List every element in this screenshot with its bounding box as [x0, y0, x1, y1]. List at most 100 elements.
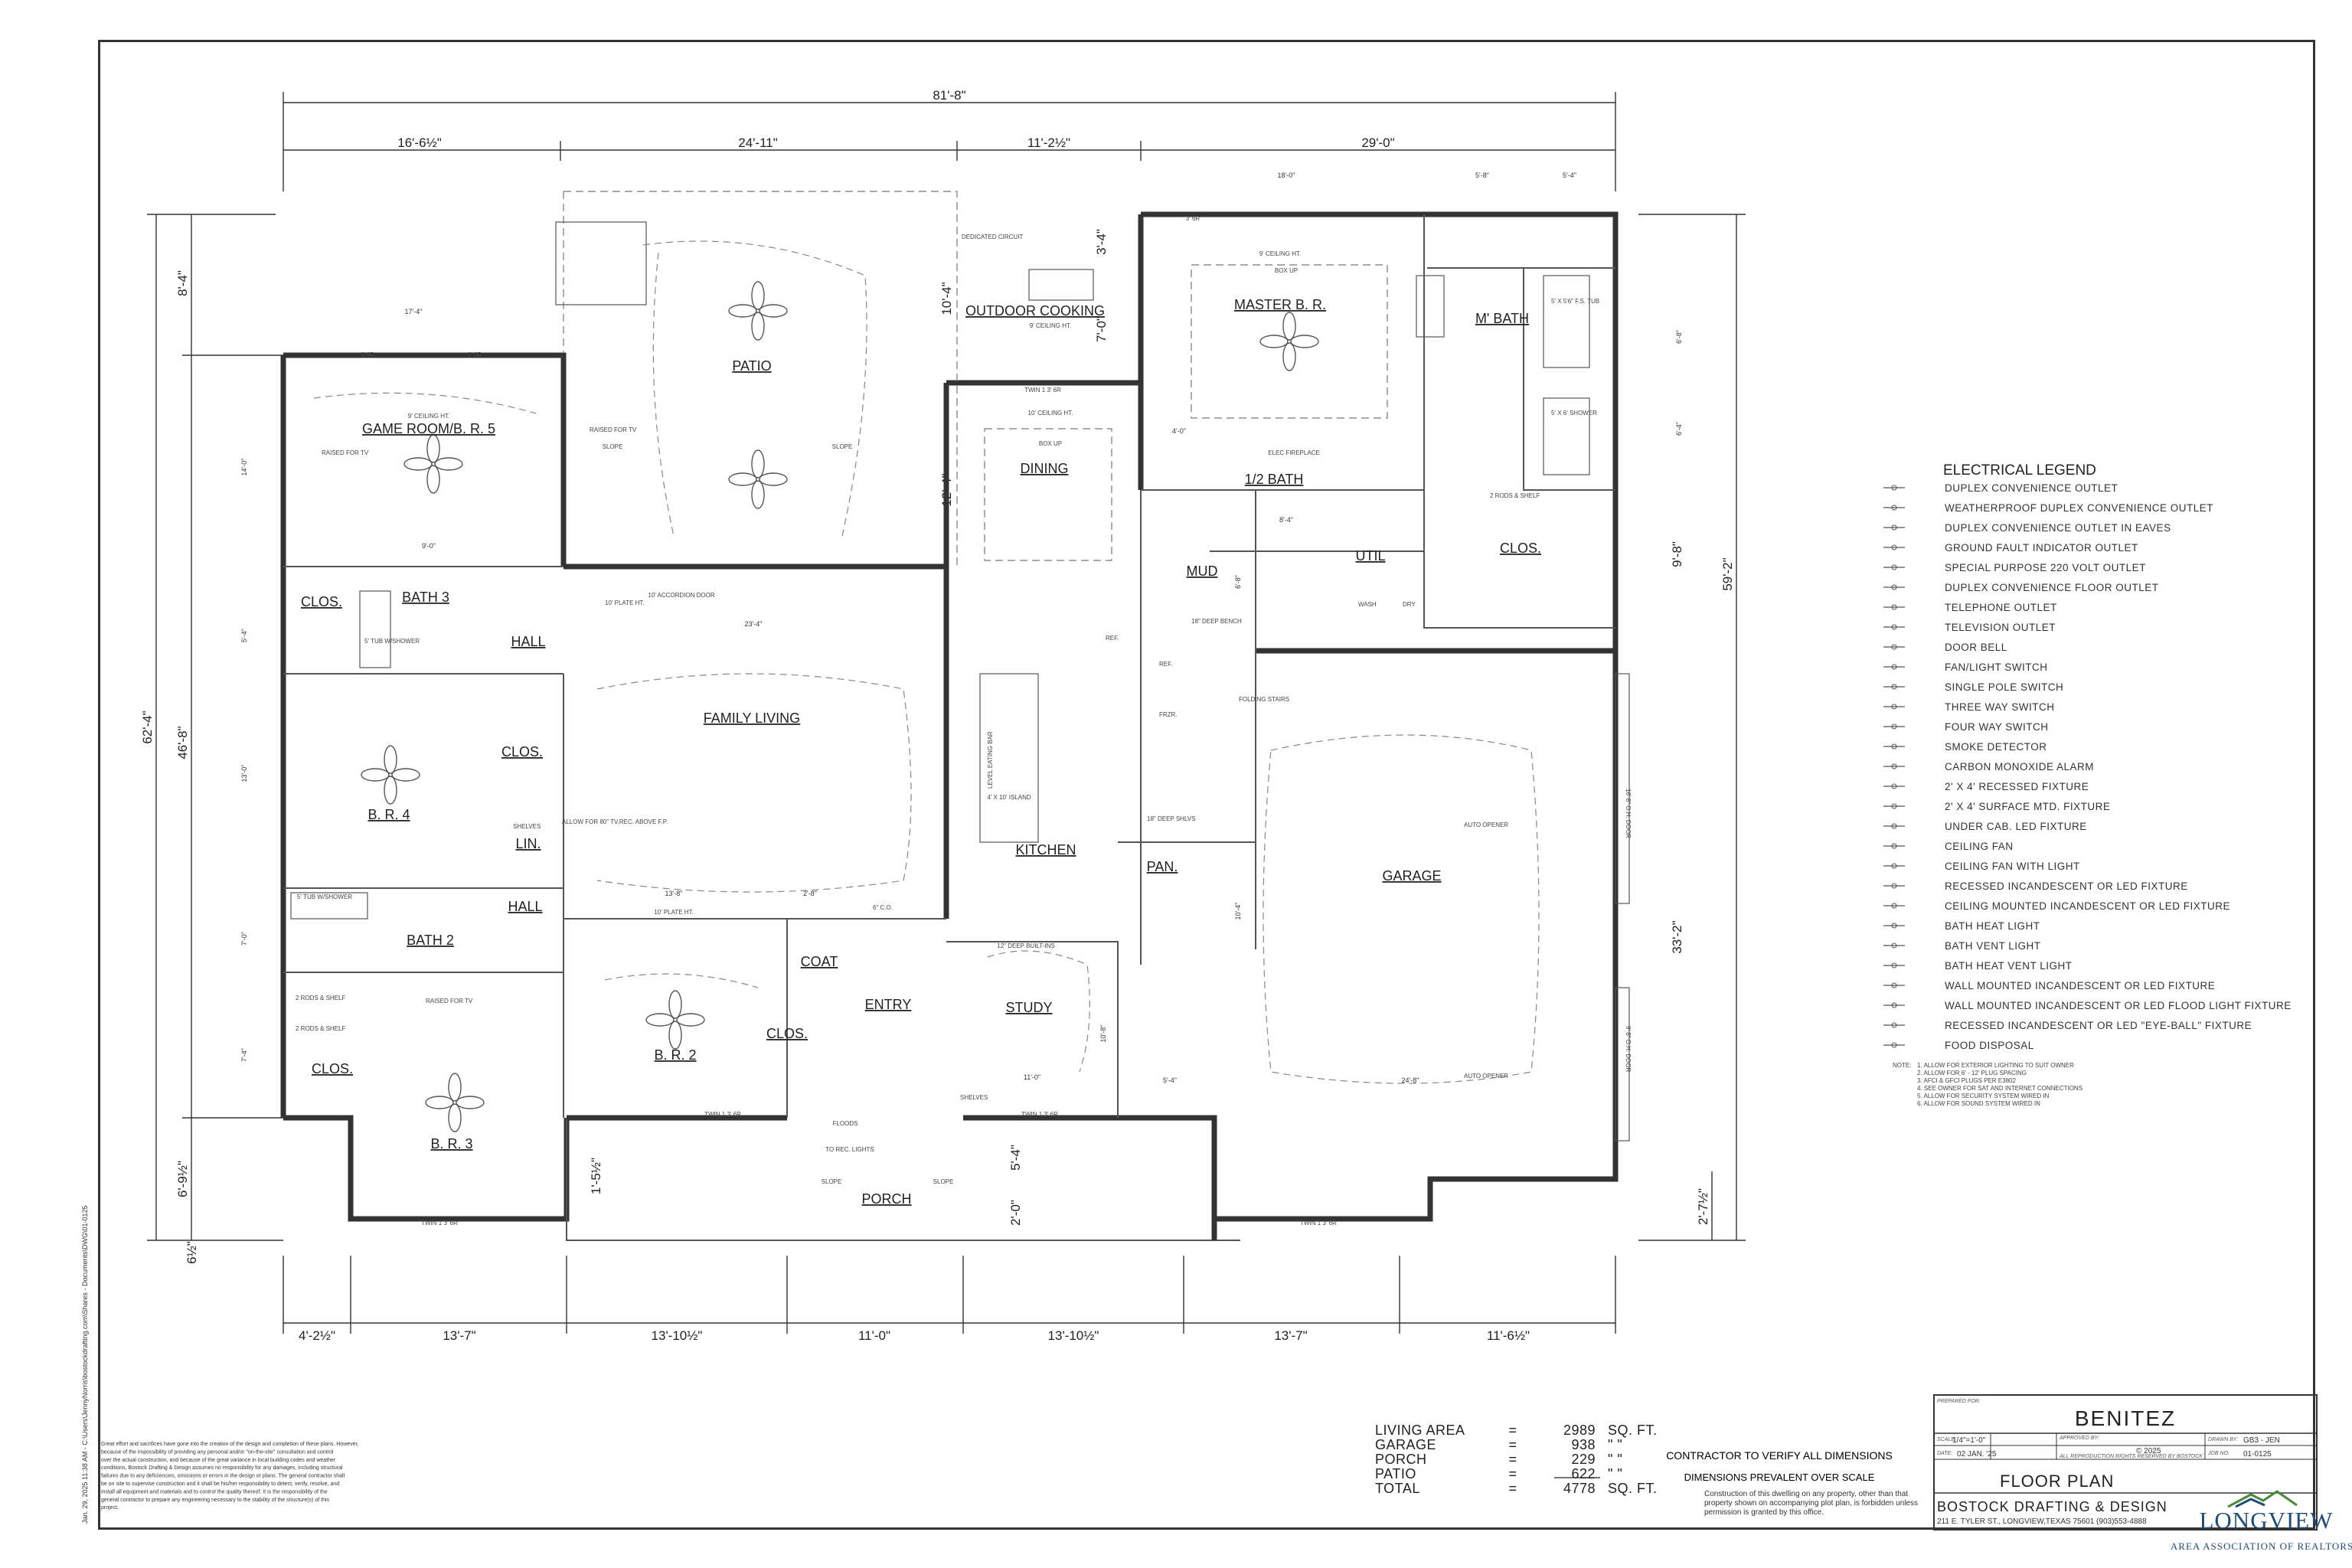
bath3-tub	[359, 590, 391, 668]
mbath-shower	[1543, 397, 1590, 475]
logo-roof-icon	[2235, 1498, 2265, 1508]
dim-right-overall: 59'-2"	[1720, 557, 1735, 590]
ceiling-fan-icon	[361, 745, 420, 805]
area-label: PORCH	[1375, 1452, 1427, 1467]
note-slope-1: SLOPE	[603, 443, 623, 450]
note-rod-shelf-1: 2 RODS & SHELF	[296, 995, 345, 1001]
legend-item: FOOD DISPOSAL	[1945, 1040, 2034, 1051]
legend-symbol-icon	[1883, 903, 1905, 909]
legend-item: BATH VENT LIGHT	[1945, 940, 2041, 952]
note-builtins: 12" DEEP BUILT-INS	[997, 942, 1054, 949]
dim-misc-2-0: 2'-0"	[1008, 1200, 1023, 1226]
bath2-tub	[290, 892, 368, 920]
note-slope-4: SLOPE	[933, 1178, 954, 1185]
note-window-3: 3' 6R	[1186, 215, 1200, 222]
disclaimer-line: failures due to any deficiencies, omissi…	[101, 1474, 345, 1479]
legend-symbol-icon	[1883, 505, 1905, 511]
note-oh-door-1: 16' 8" O.H. DOOR	[1625, 789, 1632, 838]
note-co: 6" C.O.	[873, 904, 893, 911]
legend-item: TELEPHONE OUTLET	[1945, 602, 2057, 613]
room-bath2: BATH 2	[407, 933, 454, 948]
legend-item: WALL MOUNTED INCANDESCENT OR LED FLOOD L…	[1945, 1000, 2292, 1011]
kitchen-island	[979, 673, 1039, 843]
legend-item: FOUR WAY SWITCH	[1945, 721, 2049, 733]
legend-item: DUPLEX CONVENIENCE OUTLET IN EAVES	[1945, 522, 2171, 534]
note-eating-bar: LEVEL EATING BAR	[987, 731, 994, 789]
area-eq: =	[1508, 1481, 1517, 1496]
legend-symbol-icon	[1883, 923, 1905, 929]
contractor-small1: Construction of this dwelling on any pro…	[1704, 1490, 1908, 1498]
tb-copyright: © 2025	[2136, 1447, 2161, 1455]
legend-item: SPECIAL PURPOSE 220 VOLT OUTLET	[1945, 562, 2146, 573]
logo-house-icon	[2227, 1490, 2298, 1508]
room-outdoor-cooking: OUTDOOR COOKING	[965, 303, 1105, 318]
legend-symbol-icon	[1883, 604, 1905, 610]
room-labels: GAME ROOM/B. R. 5 PATIO OUTDOOR COOKING …	[301, 297, 1541, 1207]
area-eq: =	[1508, 1452, 1517, 1467]
area-eq: =	[1508, 1466, 1517, 1481]
dim-misc-13-0: 13'-0"	[240, 765, 248, 782]
note-dedicated: DEDICATED CIRCUIT	[962, 234, 1023, 240]
file-path-stamp: Jan. 29, 2025 11:38 AM - C:\Users\JennyN…	[81, 1205, 89, 1524]
note-twin-garage: TWIN 1 3' 6R	[1300, 1220, 1337, 1227]
room-br4: B. R. 4	[368, 807, 410, 822]
legend-symbol-icon	[1883, 664, 1905, 670]
legend-title: ELECTRICAL LEGEND	[1943, 462, 2096, 479]
legend-symbol-icon	[1883, 564, 1905, 570]
note-dry: DRY	[1403, 601, 1416, 608]
dim-misc-6-8b: 6'-8"	[1234, 575, 1242, 589]
dim-misc-33-2: 33'-2"	[1670, 920, 1684, 953]
tb-address: 211 E. TYLER ST., LONGVIEW,TEXAS 75601 (…	[1937, 1517, 2147, 1526]
legend-item: 2' X 4' SURFACE MTD. FIXTURE	[1945, 801, 2110, 812]
room-m-bath: M' BATH	[1475, 311, 1529, 326]
dim-misc-7-0b: 7'-0"	[240, 932, 248, 946]
legend-item: RECESSED INCANDESCENT OR LED FIXTURE	[1945, 880, 2188, 892]
legend-symbol-icon	[1883, 1022, 1905, 1028]
note-deep-bench: 18" DEEP BENCH	[1191, 618, 1242, 625]
garage-door-2	[1615, 987, 1630, 1142]
dim-misc-6-8: 6'-8"	[1675, 330, 1683, 344]
legend-symbol-icon	[1883, 524, 1905, 531]
legend-symbol-icon	[1883, 1042, 1905, 1048]
area-label: PATIO	[1375, 1466, 1416, 1481]
electrical-legend: ELECTRICAL LEGEND DUPLEX CONVENIENCE OUT…	[1883, 462, 2292, 1107]
dim-top-2: 24'-11"	[738, 136, 778, 150]
area-label: LIVING AREA	[1375, 1423, 1465, 1438]
legend-item: SMOKE DETECTOR	[1945, 741, 2047, 753]
area-unit: " "	[1608, 1466, 1622, 1481]
note-tub-bath3: 5' TUB W/SHOWER	[364, 638, 420, 645]
note-floods: FLOODS	[833, 1120, 858, 1127]
note-raised-tv-3: RAISED FOR TV	[426, 998, 473, 1004]
area-unit: " "	[1608, 1437, 1622, 1452]
room-kitchen: KITCHEN	[1015, 842, 1076, 858]
dim-bottom-2: 13'-7"	[443, 1328, 475, 1343]
tb-scale-lbl: SCALE:	[1937, 1437, 1956, 1442]
legend-symbol-icon	[1883, 624, 1905, 630]
dim-top-3: 11'-2½"	[1027, 136, 1070, 150]
legend-item: TELEVISION OUTLET	[1945, 622, 2056, 633]
disclaimer: Great effort and sacrifices have gone in…	[101, 1442, 359, 1511]
note-slope-3: SLOPE	[822, 1178, 842, 1185]
legend-note: 3. AFCI & GFCI PLUGS PER E3802	[1917, 1077, 2016, 1084]
legend-symbol-icon	[1883, 724, 1905, 730]
note-ref-1: REF.	[1159, 661, 1172, 668]
note-folding-stairs: FOLDING STAIRS	[1239, 696, 1289, 703]
note-ceiling-game: 9' CEILING HT.	[408, 413, 449, 420]
legend-item: 2' X 4' RECESSED FIXTURE	[1945, 781, 2089, 792]
logo-wordmark: LONGVIEW	[2199, 1507, 2333, 1534]
note-shelves-1: SHELVES	[513, 823, 541, 830]
note-ceiling-master: 9' CEILING HT.	[1259, 250, 1301, 257]
dim-misc-5-4b: 5'-4"	[1008, 1145, 1023, 1171]
ceiling-fan-icon	[403, 434, 463, 494]
legend-item: CEILING FAN WITH LIGHT	[1945, 861, 2080, 872]
room-br2: B. R. 2	[654, 1047, 696, 1063]
mbath-tub	[1543, 275, 1590, 368]
legend-item: RECESSED INCANDESCENT OR LED "EYE-BALL" …	[1945, 1020, 2252, 1031]
legend-item: BATH HEAT VENT LIGHT	[1945, 960, 2073, 972]
legend-symbol-icon	[1883, 485, 1905, 491]
room-br3: B. R. 3	[430, 1136, 472, 1152]
dim-misc-24-8: 24'-8"	[1402, 1076, 1419, 1084]
note-rec-lights: TO REC. LIGHTS	[825, 1146, 874, 1153]
room-pan: PAN.	[1147, 859, 1178, 874]
tb-firm: BOSTOCK DRAFTING & DESIGN	[1937, 1499, 2167, 1514]
